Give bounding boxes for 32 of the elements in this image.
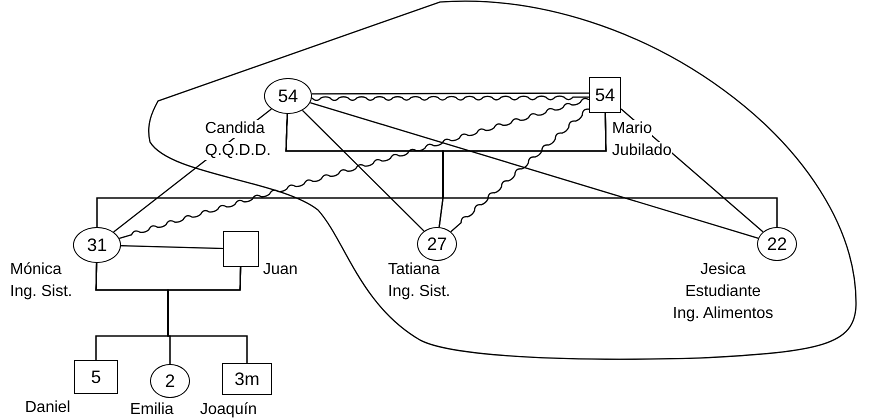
female-person-symbol	[757, 227, 797, 261]
male-person-symbol	[74, 360, 118, 394]
age-label: 5	[90, 368, 101, 386]
age-label: 54	[278, 87, 298, 105]
female-person-symbol	[417, 227, 457, 261]
person-name: Mario	[612, 120, 652, 138]
male-person-symbol	[589, 77, 621, 113]
female-person-symbol	[264, 78, 312, 114]
relationship-line	[120, 245, 224, 250]
person-name: Joaquín	[200, 401, 257, 419]
relationship-line	[312, 92, 589, 95]
relationship-line	[310, 102, 758, 239]
person-note: Q.Q.D.D.	[205, 142, 271, 160]
person-note: Ing. Sist.	[10, 283, 72, 301]
female-person-symbol	[150, 364, 190, 398]
relationship-line	[302, 110, 424, 232]
male-person-symbol	[223, 231, 259, 267]
person-name: Candida	[205, 120, 265, 138]
age-label: 22	[766, 235, 788, 253]
family-line	[442, 112, 778, 227]
person-note: Ing. Sist.	[388, 283, 450, 301]
conflict-line	[450, 108, 590, 232]
conflict-line	[119, 98, 590, 240]
person-note: Ing. Alimentos	[672, 305, 774, 323]
age-label: 31	[86, 236, 108, 254]
conflict-line	[312, 96, 589, 101]
age-label: 3m	[234, 370, 260, 388]
age-label: 2	[164, 372, 175, 390]
age-label: 27	[426, 235, 448, 253]
age-label: 54	[594, 86, 616, 104]
female-person-symbol	[73, 227, 121, 263]
male-person-symbol	[222, 363, 272, 395]
